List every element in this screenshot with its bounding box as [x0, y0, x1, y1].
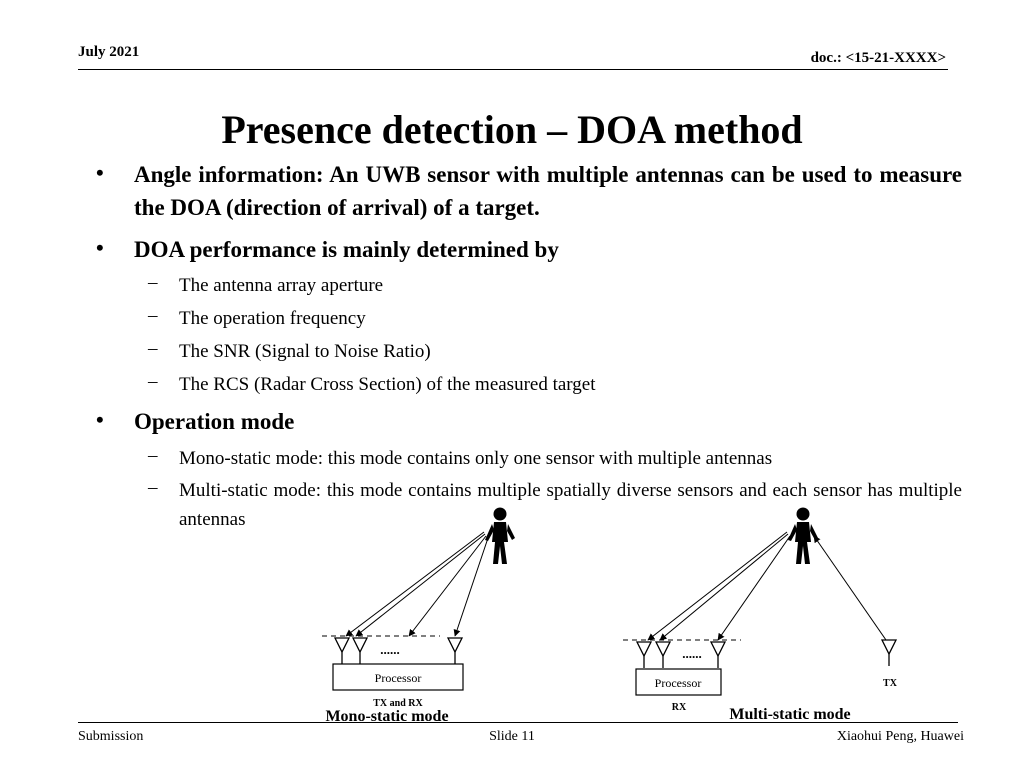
sub-bullet-marker: – — [148, 338, 158, 359]
antenna-icon — [636, 641, 652, 669]
antenna-icon — [655, 641, 671, 669]
signal-arrow — [345, 531, 485, 637]
signal-arrow — [453, 537, 489, 637]
antenna-ellipsis: ...... — [380, 642, 400, 657]
footer-divider — [78, 722, 958, 723]
header-doc-id: doc.: <15-21-XXXX> — [810, 50, 946, 66]
footer-slide-number-text: Slide 11 — [489, 729, 535, 744]
processor-box — [332, 663, 464, 691]
antenna-icon — [334, 637, 350, 665]
processor-label: Processor — [375, 671, 422, 685]
signal-arrow — [408, 535, 487, 637]
sub-bullet-snr: The SNR (Signal to Noise Ratio) — [179, 341, 431, 362]
sub-bullet-marker: – — [148, 371, 158, 392]
rx-label: RX — [672, 702, 687, 713]
bullet-marker: • — [96, 235, 104, 260]
antenna-ellipsis: ...... — [682, 646, 702, 661]
footer-author: Xiaohui Peng, Huawei — [836, 729, 964, 744]
footer-slide-number: Slide 11 — [0, 729, 1024, 745]
sub-bullet-marker: – — [148, 272, 158, 293]
bullet-marker: • — [96, 407, 104, 432]
antenna-icon — [352, 637, 368, 665]
mono-static-diagram: ...... Processor TX and RX Mono-static m… — [322, 507, 515, 725]
tx-antenna-icon — [881, 639, 897, 667]
slide-title: Presence detection – DOA method — [0, 104, 1024, 156]
antenna-icon — [710, 641, 726, 669]
header-date: July 2021 — [78, 44, 140, 60]
sub-bullet-frequency: The operation frequency — [179, 308, 366, 329]
multi-static-diagram: ...... Processor RX Multi-static mode TX — [623, 507, 898, 723]
txrx-label: TX and RX — [373, 698, 423, 709]
tx-label: TX — [883, 678, 898, 689]
signal-arrow — [717, 535, 791, 641]
sub-bullet-multi-static: Multi-static mode: this mode contains mu… — [179, 480, 962, 530]
signal-arrow — [647, 531, 788, 641]
bullet-angle-information: Angle information: An UWB sensor with mu… — [134, 162, 962, 220]
signal-arrow — [659, 533, 789, 641]
sub-bullet-marker: – — [148, 445, 158, 466]
slide-title-text: Presence detection – DOA method — [221, 107, 803, 152]
bullet-operation-mode: Operation mode — [134, 409, 295, 434]
processor-box — [635, 668, 722, 696]
sub-bullet-aperture: The antenna array aperture — [179, 275, 384, 296]
bullet-doa-performance: DOA performance is mainly determined by — [134, 237, 559, 262]
sub-bullet-marker: – — [148, 305, 158, 326]
multi-static-caption: Multi-static mode — [729, 706, 850, 723]
footer-submission: Submission — [78, 729, 144, 744]
sub-bullet-mono-static: Mono-static mode: this mode contains onl… — [179, 448, 773, 469]
sub-bullet-marker: – — [148, 477, 158, 498]
signal-arrow — [355, 533, 486, 637]
antenna-icon — [447, 637, 463, 665]
bullet-marker: • — [96, 160, 104, 185]
processor-label: Processor — [655, 676, 702, 690]
sub-bullet-rcs: The RCS (Radar Cross Section) of the mea… — [179, 374, 596, 395]
header-divider — [78, 69, 948, 70]
tx-signal-arrow — [813, 535, 887, 641]
